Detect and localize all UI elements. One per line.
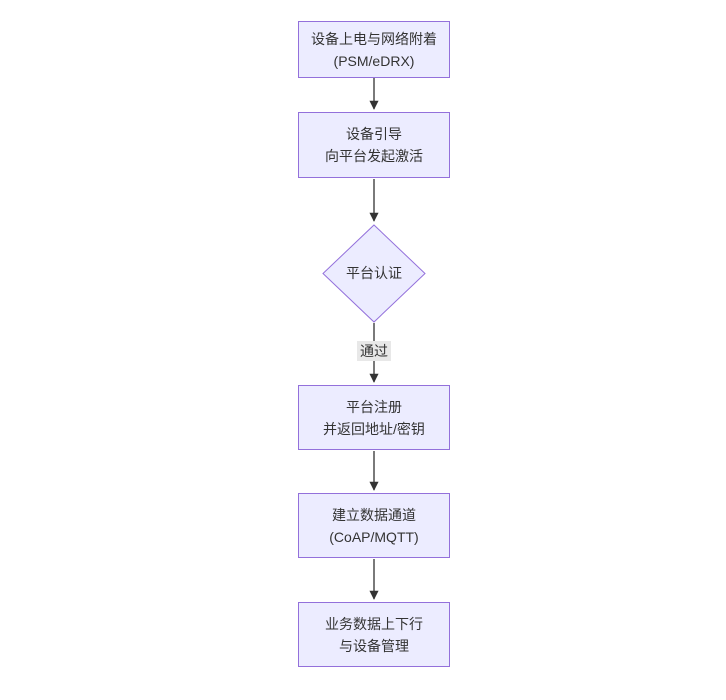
node-power-network-attach-line2: (PSM/eDRX) (333, 52, 415, 69)
decision-platform-auth-label: 平台认证 (346, 265, 402, 281)
node-data-channel-line1: 建立数据通道 (332, 506, 416, 523)
node-platform-register: 平台注册 并返回地址/密钥 (298, 385, 450, 450)
node-power-network-attach-line1: 设备上电与网络附着 (311, 30, 437, 47)
node-power-network-attach: 设备上电与网络附着 (PSM/eDRX) (298, 21, 450, 78)
node-data-channel: 建立数据通道 (CoAP/MQTT) (298, 493, 450, 558)
node-business-data: 业务数据上下行 与设备管理 (298, 602, 450, 667)
decision-platform-auth-shape (322, 224, 426, 323)
node-device-bootstrap-line2: 向平台发起激活 (325, 148, 423, 164)
node-business-data-line1: 业务数据上下行 (325, 615, 423, 632)
node-platform-register-line2: 并返回地址/密钥 (323, 420, 425, 437)
node-data-channel-line2: (CoAP/MQTT) (329, 528, 419, 545)
node-platform-register-line1: 平台注册 (346, 398, 402, 415)
node-device-bootstrap-line1: 设备引导 (346, 126, 402, 142)
edge-label-pass: 通过 (357, 341, 391, 361)
node-device-bootstrap: 设备引导 向平台发起激活 (298, 112, 450, 178)
node-business-data-line2: 与设备管理 (339, 637, 409, 654)
